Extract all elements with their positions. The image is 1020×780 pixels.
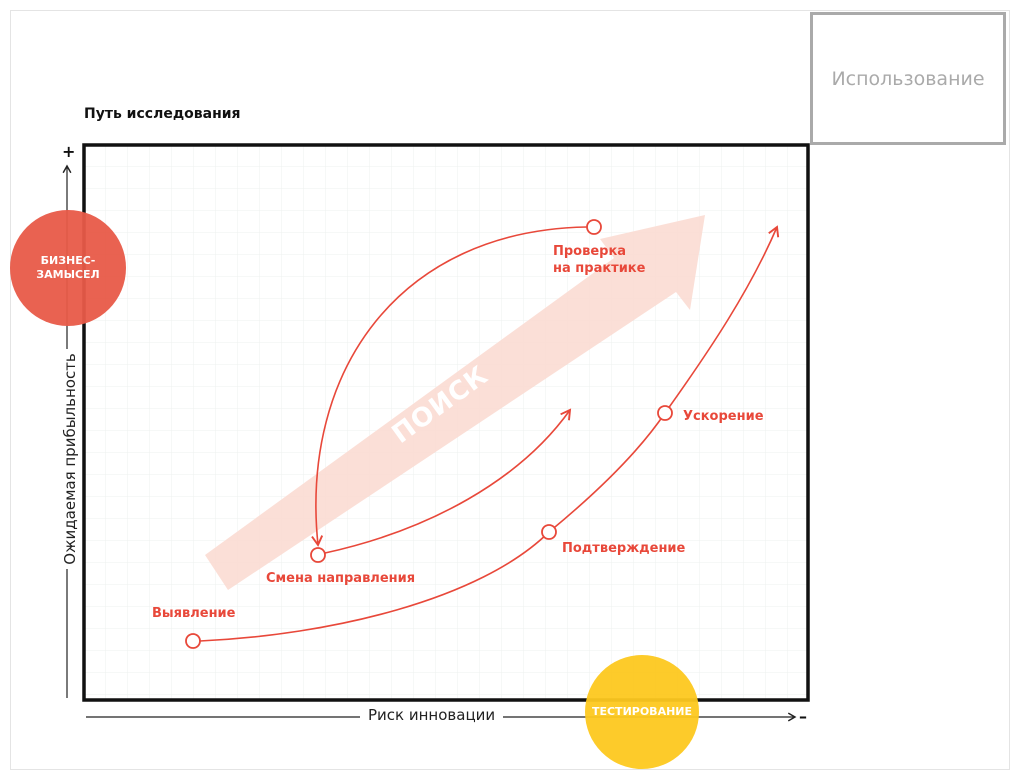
main-path-curve bbox=[199, 225, 780, 642]
usage-box: Использование bbox=[810, 12, 1006, 145]
label-confirmation: Подтверждение bbox=[562, 541, 686, 556]
point-discovery bbox=[185, 633, 201, 649]
canvas-frame bbox=[10, 10, 1010, 770]
validation-return-curve bbox=[311, 226, 588, 547]
business-idea-circle: БИЗНЕС- ЗАМЫСЕЛ bbox=[10, 210, 126, 326]
label-pivot: Смена направления bbox=[266, 571, 416, 586]
usage-label: Использование bbox=[831, 67, 985, 90]
y-axis-label: Ожидаемая прибыльность bbox=[61, 349, 79, 569]
testing-circle: ТЕСТИРОВАНИЕ bbox=[585, 655, 699, 769]
point-confirmation bbox=[541, 524, 557, 540]
chart-border bbox=[82, 143, 810, 702]
y-plus-sign: + bbox=[62, 142, 76, 161]
x-minus-sign: – bbox=[799, 707, 807, 726]
x-axis-label: Риск инновации bbox=[360, 706, 504, 724]
point-validation bbox=[586, 219, 602, 235]
point-acceleration bbox=[657, 405, 673, 421]
search-big-arrow bbox=[205, 215, 705, 590]
pivot-curve bbox=[324, 408, 572, 554]
label-acceleration: Ускорение bbox=[683, 409, 764, 424]
diagram-title: Путь исследования bbox=[84, 106, 241, 122]
point-pivot bbox=[310, 547, 326, 563]
label-validation: Проверка на практике bbox=[553, 244, 646, 276]
label-discovery: Выявление bbox=[152, 606, 236, 621]
